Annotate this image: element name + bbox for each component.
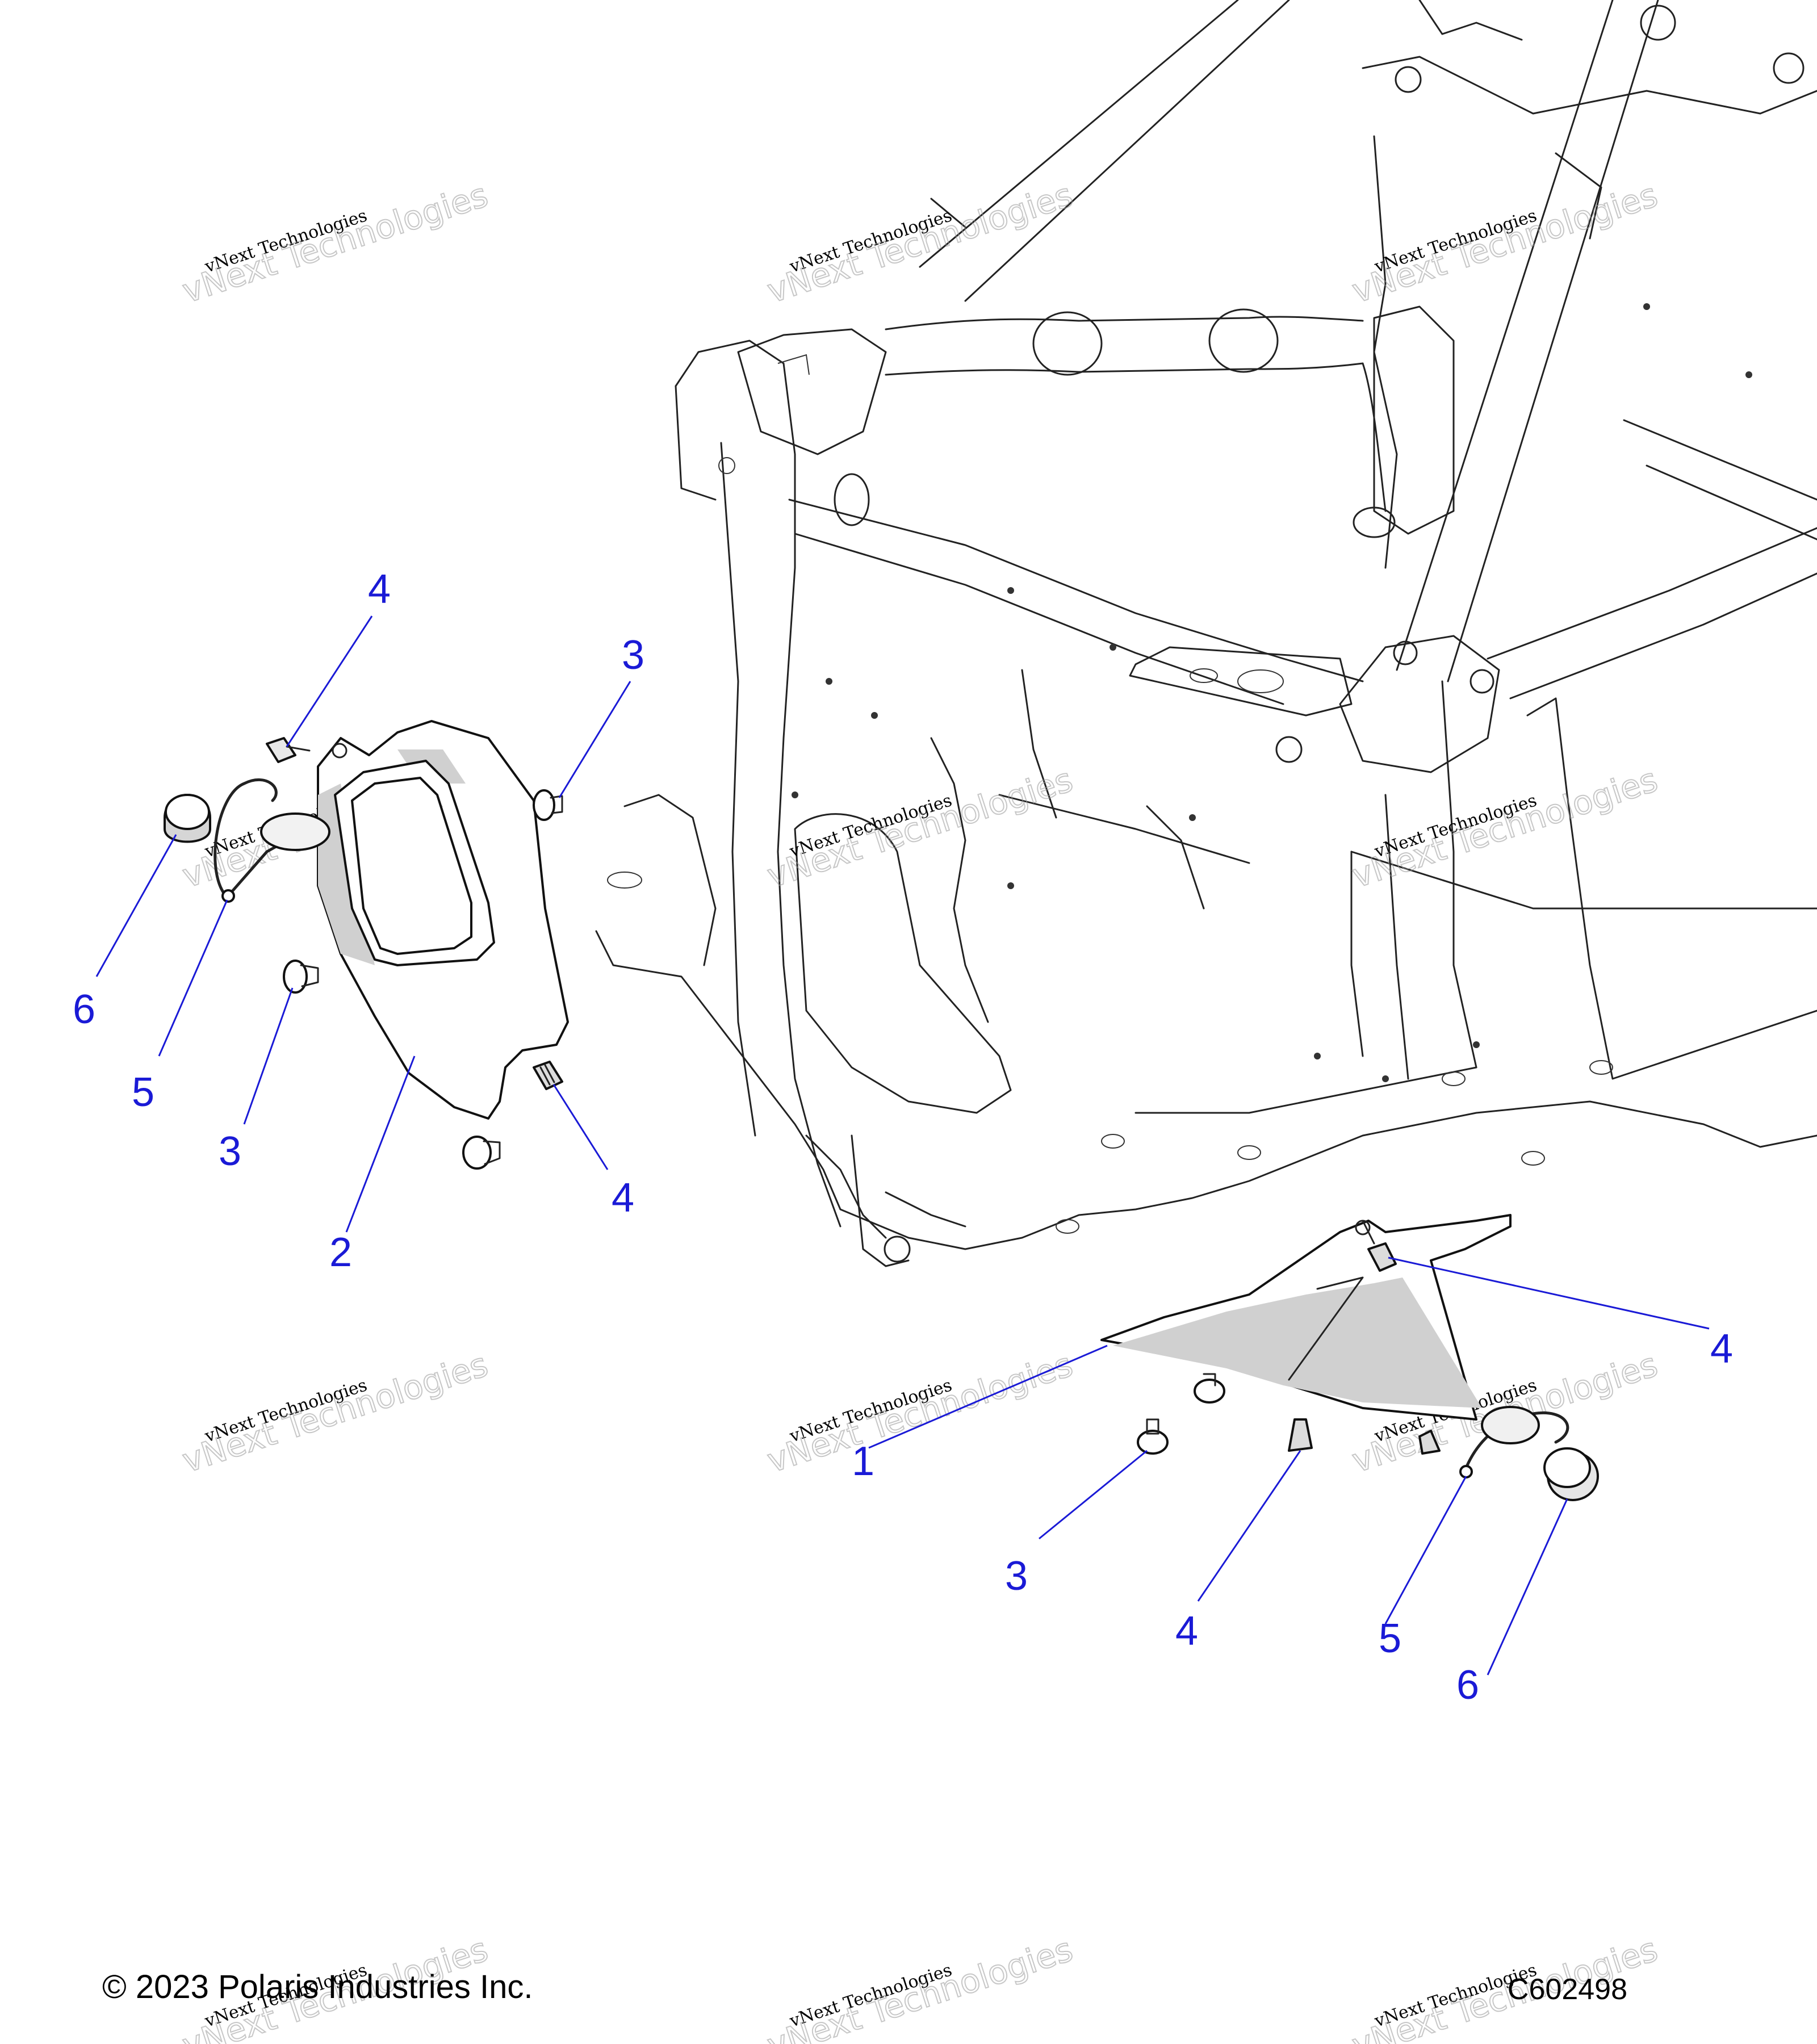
grommet-part-6-left[interactable] bbox=[164, 794, 211, 843]
screw-part-4-far[interactable] bbox=[1418, 1430, 1441, 1455]
panel-part-1[interactable] bbox=[1100, 1214, 1512, 1421]
callout-3-top[interactable]: 3 bbox=[622, 633, 644, 678]
right-assembly bbox=[1100, 1214, 1599, 1501]
svg-text:vNext Technologies: vNext Technologies bbox=[763, 175, 1077, 311]
pin-part-3-bottom[interactable] bbox=[1137, 1418, 1169, 1455]
ring-part-5-right[interactable] bbox=[1459, 1406, 1569, 1478]
pin-part-3-mid[interactable] bbox=[1194, 1373, 1225, 1404]
callout-4-right[interactable]: 4 bbox=[1710, 1326, 1733, 1372]
svg-text:vNext Technologies: vNext Technologies bbox=[1347, 175, 1662, 311]
callout-3-left[interactable]: 3 bbox=[219, 1129, 241, 1174]
callout-6-bottom[interactable]: 6 bbox=[1456, 1662, 1479, 1708]
callout-4-top[interactable]: 4 bbox=[368, 567, 391, 612]
left-assembly bbox=[164, 720, 569, 1170]
svg-text:vNext Technologies: vNext Technologies bbox=[763, 1930, 1077, 2044]
screw-part-4-bottom[interactable] bbox=[1288, 1418, 1313, 1452]
watermark: vNext Technologies vNext Technologies bbox=[762, 1929, 1078, 2044]
vehicle-frame bbox=[595, 0, 1817, 1267]
callouts: 4 3 6 5 3 4 2 4 1 3 4 5 6 bbox=[73, 567, 1733, 1708]
svg-text:vNext Technologies: vNext Technologies bbox=[763, 760, 1077, 895]
watermark: vNext Technologies vNext Technologies bbox=[1347, 175, 1663, 311]
pin-part-3-top[interactable] bbox=[533, 789, 563, 821]
copyright-notice: © 2023 Polaris Industries Inc. bbox=[102, 1968, 533, 2005]
callout-2[interactable]: 2 bbox=[329, 1230, 352, 1275]
watermark: vNext Technologies vNext Technologies bbox=[762, 1344, 1078, 1481]
screw-part-4-top[interactable] bbox=[266, 737, 311, 763]
leader-lines bbox=[95, 615, 1710, 1676]
pin-part-3-left[interactable] bbox=[283, 960, 319, 994]
grommet-part-6-right[interactable] bbox=[1543, 1447, 1599, 1501]
svg-text:vNext Technologies: vNext Technologies bbox=[763, 1345, 1077, 1480]
callout-1[interactable]: 1 bbox=[852, 1439, 874, 1484]
panel-part-2[interactable] bbox=[317, 720, 569, 1120]
watermarks: vNext Technologies vNext Technologies vN… bbox=[177, 175, 1663, 2044]
drawing-code: C602498 bbox=[1507, 1973, 1627, 2006]
watermark: vNext Technologies vNext Technologies bbox=[1347, 760, 1663, 896]
watermark: vNext Technologies vNext Technologies bbox=[177, 175, 493, 311]
screw-part-4-right[interactable] bbox=[1367, 1242, 1397, 1272]
callout-5-left[interactable]: 5 bbox=[132, 1070, 154, 1115]
svg-text:vNext Technologies: vNext Technologies bbox=[178, 175, 492, 311]
pin-part-3-lower[interactable] bbox=[462, 1136, 501, 1170]
svg-text:vNext Technologies: vNext Technologies bbox=[1347, 760, 1662, 895]
watermark: vNext Technologies vNext Technologies bbox=[762, 760, 1078, 896]
ring-part-5-left[interactable] bbox=[213, 778, 330, 903]
watermark: vNext Technologies vNext Technologies bbox=[177, 1344, 493, 1481]
callout-5-bottom[interactable]: 5 bbox=[1379, 1616, 1401, 1661]
svg-text:vNext Technologies: vNext Technologies bbox=[178, 1345, 492, 1480]
callout-4-left[interactable]: 4 bbox=[612, 1175, 634, 1221]
callout-4-bottom[interactable]: 4 bbox=[1175, 1609, 1198, 1654]
screw-part-4-left[interactable] bbox=[533, 1061, 563, 1090]
callout-3-bottom[interactable]: 3 bbox=[1005, 1553, 1028, 1599]
watermark: vNext Technologies vNext Technologies bbox=[762, 175, 1078, 311]
callout-6-left[interactable]: 6 bbox=[73, 987, 95, 1032]
